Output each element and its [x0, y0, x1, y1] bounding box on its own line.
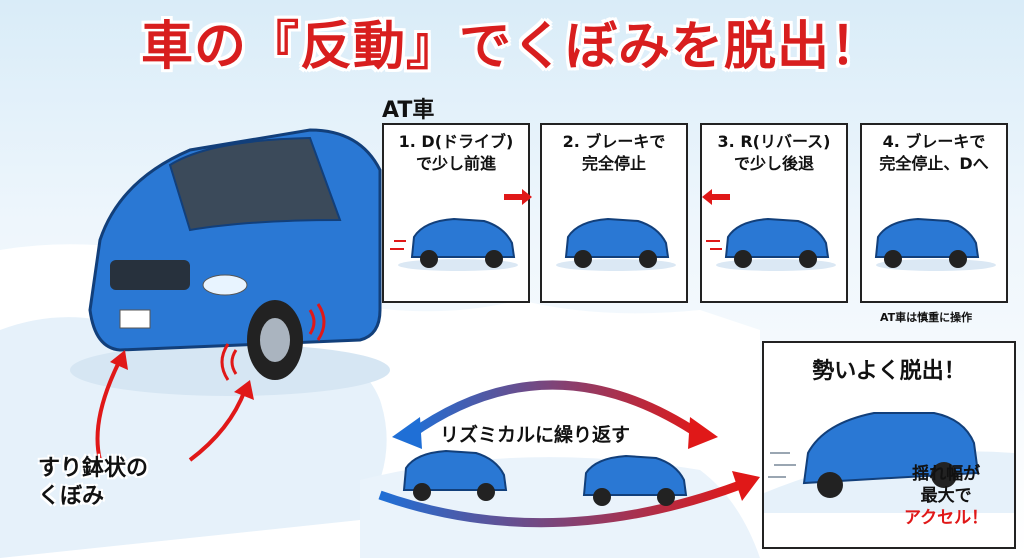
- step-panel-2: 2. ブレーキで 完全停止: [540, 123, 688, 303]
- step-panel-4: 4. ブレーキで 完全停止、Dへ: [860, 123, 1008, 303]
- escape-note: 揺れ幅が 最大で アクセル！: [904, 463, 988, 529]
- rhythm-label: リズミカルに繰り返す: [440, 424, 631, 446]
- car-stopped-icon: [556, 217, 676, 271]
- step-text: 1. D(ドライブ) で少し前進: [398, 132, 514, 173]
- car-icon: [402, 449, 508, 501]
- escape-title: 勢いよく脱出！: [812, 359, 966, 384]
- escape-panel: 勢いよく脱出！ 揺れ幅が 最大で アクセル！: [762, 341, 1016, 549]
- rut-label-line2: くぼみ: [38, 484, 105, 509]
- step-panel-3: 3. R(リバース) で少し後退: [700, 123, 848, 303]
- car-stopped-icon: [874, 217, 996, 271]
- rhythm-arrows: [378, 380, 760, 528]
- car-escaping-icon: [764, 412, 1014, 513]
- step-text: 4. ブレーキで 完全停止、Dへ: [879, 132, 989, 173]
- step-panel-1: 1. D(ドライブ) で少し前進: [382, 123, 532, 303]
- step-text: 2. ブレーキで 完全停止: [562, 132, 666, 173]
- rut-pointer-arrows: [95, 350, 254, 462]
- car-icon: [582, 454, 688, 506]
- escape-note-line2: 最大で: [920, 486, 972, 506]
- at-car-label: AT車: [382, 98, 435, 123]
- rut-label-line1: すり鉢状の: [38, 456, 149, 481]
- car-forward-icon: [390, 189, 532, 271]
- escape-note-line1: 揺れ幅が: [912, 464, 981, 484]
- page-title: 車の『反動』でくぼみを脱出！: [140, 17, 883, 77]
- car-reverse-icon: [702, 189, 836, 271]
- step-text: 3. R(リバース) で少し後退: [717, 132, 831, 173]
- escape-note-accelerate: アクセル！: [904, 508, 989, 528]
- caution-note: AT車は慎重に操作: [880, 311, 973, 324]
- rut-label: すり鉢状の くぼみ: [38, 455, 148, 511]
- car-stuck-illustration: [70, 128, 390, 396]
